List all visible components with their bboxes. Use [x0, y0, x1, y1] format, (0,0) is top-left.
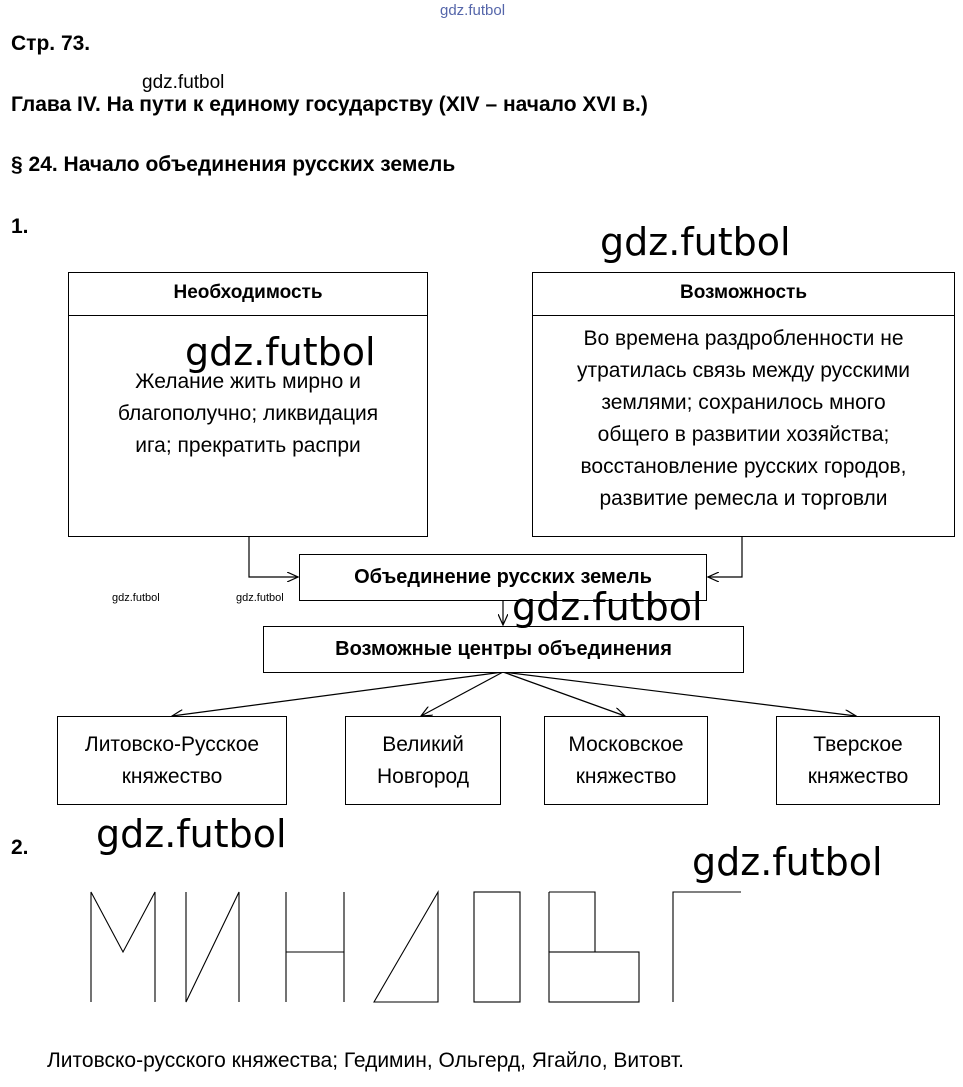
possibility-line: развитие ремесла и торговли: [599, 487, 888, 510]
leaf-line: Великий: [382, 732, 464, 756]
watermark-big: gdz.futbol: [692, 840, 883, 884]
necessity-line: ига; прекратить распри: [135, 434, 361, 457]
possibility-text: Во времена раздробленности не утратилась…: [533, 316, 954, 515]
page-number: Стр. 73.: [11, 32, 91, 55]
leaf-lithuanian-russian: Литовско-Русское княжество: [57, 716, 287, 805]
leaf-line: княжество: [575, 764, 677, 788]
arrow-necessity: [248, 537, 298, 577]
watermark-big: gdz.futbol: [96, 812, 287, 856]
letter-d: [373, 889, 439, 1003]
centers-box: Возможные центры объединения: [263, 626, 744, 673]
necessity-line: благополучно; ликвидация: [117, 402, 379, 425]
centers-label: Возможные центры объединения: [335, 638, 672, 660]
necessity-box: Необходимость Желание жить мирно и благо…: [68, 272, 428, 537]
possibility-line: общего в развитии хозяйства;: [597, 423, 890, 446]
task-2-number: 2.: [11, 836, 29, 859]
letter-o: [473, 891, 521, 1003]
leaf-tver: Тверское княжество: [776, 716, 940, 805]
possibility-line: землями; сохранилось много: [601, 391, 886, 414]
possibility-line: восстановление русских городов,: [580, 455, 907, 478]
possibility-line: Во времена раздробленности не: [583, 327, 904, 350]
arrow-leaf-2: [421, 671, 504, 716]
watermark-big: gdz.futbol: [185, 330, 376, 374]
arrow-possibility: [708, 537, 743, 577]
letter-v: [548, 891, 640, 1003]
leaf-line: Литовско-Русское: [84, 732, 260, 756]
letter-n: [285, 892, 345, 1002]
necessity-line: Желание жить мирно и: [135, 370, 361, 393]
watermark-near-title: gdz.futbol: [142, 72, 225, 93]
letter-i: [185, 891, 240, 1003]
section-title: § 24. Начало объединения русских земель: [11, 153, 456, 176]
possibility-box: Возможность Во времена раздробленности н…: [532, 272, 955, 537]
watermark-tiny: gdz.futbol: [112, 592, 160, 604]
unification-box: Объединение русских земель: [299, 554, 707, 601]
necessity-title: Необходимость: [69, 273, 427, 316]
watermark-big: gdz.futbol: [512, 585, 703, 629]
arrow-leaf-1: [172, 671, 504, 716]
leaf-novgorod: Великий Новгород: [345, 716, 501, 805]
watermark-top: gdz.futbol: [440, 2, 506, 19]
leaf-line: Тверское: [813, 732, 903, 756]
leaf-line: Новгород: [376, 764, 470, 788]
possibility-title: Возможность: [533, 273, 954, 316]
arrow-leaf-3: [502, 671, 625, 716]
watermark-big: gdz.futbol: [600, 220, 791, 264]
unification-label: Объединение русских земель: [354, 566, 652, 588]
necessity-text: Желание жить мирно и благополучно; ликви…: [69, 316, 427, 462]
arrow-leaf-4: [502, 671, 856, 716]
letter-m: [90, 891, 156, 1002]
chapter-title: Глава IV. На пути к единому государству …: [11, 93, 648, 116]
leaf-line: княжество: [807, 764, 909, 788]
answer-2: Литовско-русского княжества; Гедимин, Ол…: [47, 1049, 685, 1072]
letter-g: [672, 891, 741, 1002]
leaf-moscow: Московское княжество: [544, 716, 708, 805]
watermark-tiny: gdz.futbol: [236, 592, 284, 604]
leaf-line: княжество: [121, 764, 223, 788]
possibility-line: утратилась связь между русскими: [576, 359, 911, 382]
task-1-number: 1.: [11, 215, 29, 238]
leaf-line: Московское: [568, 732, 684, 756]
